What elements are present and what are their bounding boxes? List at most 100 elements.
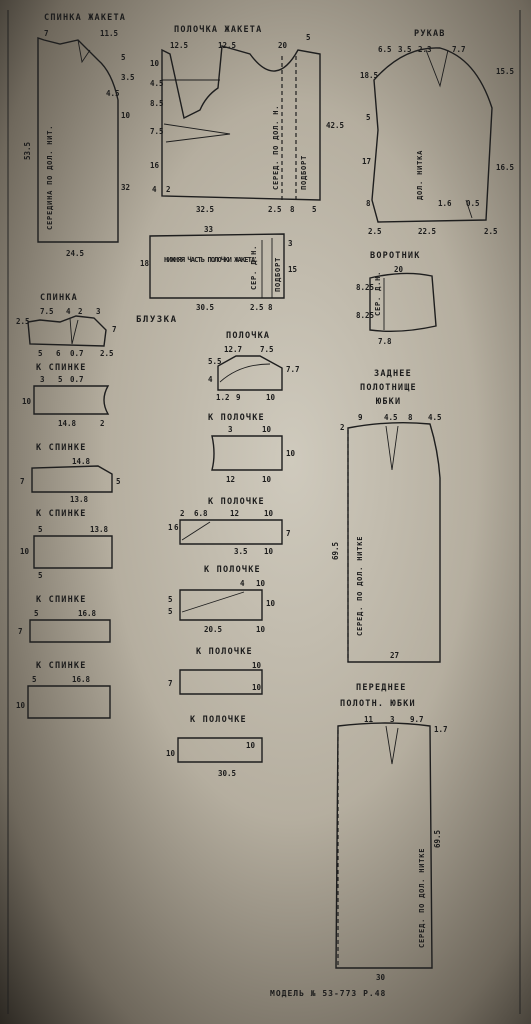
dim: 24.5	[66, 249, 84, 258]
dim: 14.8	[58, 419, 77, 428]
dim: 9.7	[410, 715, 424, 724]
jacket-front-outline	[161, 45, 321, 201]
dim: 16.8	[72, 675, 91, 684]
dim: 22.5	[418, 227, 436, 236]
dim: 6.8	[194, 509, 208, 518]
dim: 8.25	[356, 311, 374, 320]
dim: 5	[306, 33, 311, 42]
dim: 3	[228, 425, 233, 434]
dim: 8	[408, 413, 413, 422]
dim: 10	[256, 579, 266, 588]
lower-front-facing-label: ПОДБОРТ	[274, 257, 282, 292]
dim: 6	[56, 349, 61, 358]
dim: 2	[166, 185, 171, 194]
dim: 13.8	[90, 525, 109, 534]
dim: 7	[112, 325, 117, 334]
front-strip-1: К ПОЛОЧКЕ 3 10 12 10 10	[208, 413, 296, 484]
sleeve-outline	[371, 47, 493, 223]
dim: 16.8	[78, 609, 97, 618]
front-strip-4: К ПОЛОЧКЕ 10 7 10	[168, 647, 263, 695]
blouse-front-piece: ПОЛОЧКА 12.7 7.5 5.5 4 7.7 1.2 9 10	[208, 331, 300, 402]
dim: 42.5	[326, 121, 344, 130]
dim: 10	[256, 625, 266, 634]
dim: 12	[230, 509, 239, 518]
dim: 5	[116, 477, 121, 486]
dim: 18.5	[360, 71, 378, 80]
front-strip-title: К ПОЛОЧКЕ	[190, 715, 247, 725]
dim: 0.7	[70, 375, 84, 384]
skirt-back-title: ЗАДНЕЕ	[374, 369, 412, 379]
back-strip-3: К СПИНКЕ 5 13.8 10 5	[20, 509, 113, 580]
back-strip-outline	[31, 465, 113, 493]
dim: 8.25	[356, 283, 374, 292]
dim: 16.5	[496, 163, 514, 172]
dim: 4.5	[428, 413, 442, 422]
dim: 2.5	[268, 205, 282, 214]
front-strip-title: К ПОЛОЧКЕ	[208, 413, 265, 423]
dim: 32	[121, 183, 130, 192]
dim: 10	[166, 749, 176, 758]
back-strip-5: К СПИНКЕ 5 16.8 10	[16, 661, 111, 719]
dim: 10	[264, 509, 274, 518]
dim: 3	[40, 375, 45, 384]
front-strip-slant	[181, 591, 245, 613]
dim: 20.5	[204, 625, 222, 634]
blouse-front-outline	[217, 355, 283, 391]
back-strip-title: К СПИНКЕ	[36, 595, 87, 605]
dim: 5	[121, 53, 126, 62]
dim: 2.5	[368, 227, 382, 236]
lower-front-piece: 33 18 3 15 НИЖНЯЯ ЧАСТЬ ПОЛОЧКИ ЖАКЕТА С…	[140, 225, 297, 312]
dim: 1	[168, 523, 173, 532]
dim: 7.8	[378, 337, 392, 346]
jacket-back-grain-label: СЕРЕДИНА ПО ДОЛ. НИТ.	[46, 125, 54, 230]
dim: 7.5	[40, 307, 54, 316]
dim: 5.5	[208, 357, 222, 366]
dim: 2	[100, 419, 105, 428]
dim: 10	[262, 425, 272, 434]
dim: 1.7	[434, 725, 448, 734]
skirt-front-piece: ПЕРЕДНЕЕ ПОЛОТН. ЮБКИ 11 3 9.7 1.7 69.5 …	[335, 683, 448, 982]
dim: 2.5	[250, 303, 264, 312]
front-strip-3: К ПОЛОЧКЕ 4 10 5 5 20.5 10 10	[168, 565, 276, 634]
dim: 10	[20, 547, 30, 556]
skirt-front-outline	[335, 722, 433, 969]
skirt-back-piece: ЗАДНЕЕ ПОЛОТНИЩЕ ЮБКИ 9 4.5 8 4.5 2 69.5…	[331, 369, 442, 663]
skirt-front-title: ПЕРЕДНЕЕ	[356, 683, 407, 693]
dim: 5	[32, 675, 37, 684]
dim: 12.7	[224, 345, 242, 354]
sleeve-piece: РУКАВ 6.5 3.5 2.3 7.7 18.5 5 8 17 15.5 1…	[360, 29, 514, 236]
sleeve-title: РУКАВ	[414, 29, 446, 39]
dim: 5	[58, 375, 63, 384]
blouse-back-title: СПИНКА	[40, 293, 78, 303]
dim: 6	[174, 523, 179, 532]
dim: 10	[121, 111, 131, 120]
dim: 10	[252, 683, 262, 692]
dim: 8	[290, 205, 295, 214]
dim: 16	[150, 161, 160, 170]
front-strip-outline	[177, 737, 263, 763]
jacket-front-dart	[163, 123, 231, 143]
sleeve-grain-label: ДОЛ. НИТКА	[416, 150, 424, 200]
dim: 30.5	[218, 769, 236, 778]
dim: 14.8	[72, 457, 91, 466]
dim: 10	[266, 599, 276, 608]
back-strip-outline	[27, 685, 111, 719]
dim: 5	[366, 113, 371, 122]
dim: 33	[204, 225, 214, 234]
blouse-title: БЛУЗКА	[136, 315, 178, 325]
dim: 5	[38, 525, 43, 534]
dim: 10	[264, 547, 274, 556]
back-strip-title: К СПИНКЕ	[36, 443, 87, 453]
skirt-back-outline	[347, 421, 441, 663]
dim: 2	[340, 423, 345, 432]
dim: 4	[66, 307, 71, 316]
dim: 2.3	[418, 45, 432, 54]
collar-title: ВОРОТНИК	[370, 251, 421, 261]
dim: 5	[168, 595, 173, 604]
jacket-front-center-label: СЕРЕД. ПО ДОЛ. Н.	[272, 105, 280, 190]
dim: 10	[246, 741, 256, 750]
blouse-front-neck	[219, 363, 271, 383]
dim: 27	[390, 651, 399, 660]
